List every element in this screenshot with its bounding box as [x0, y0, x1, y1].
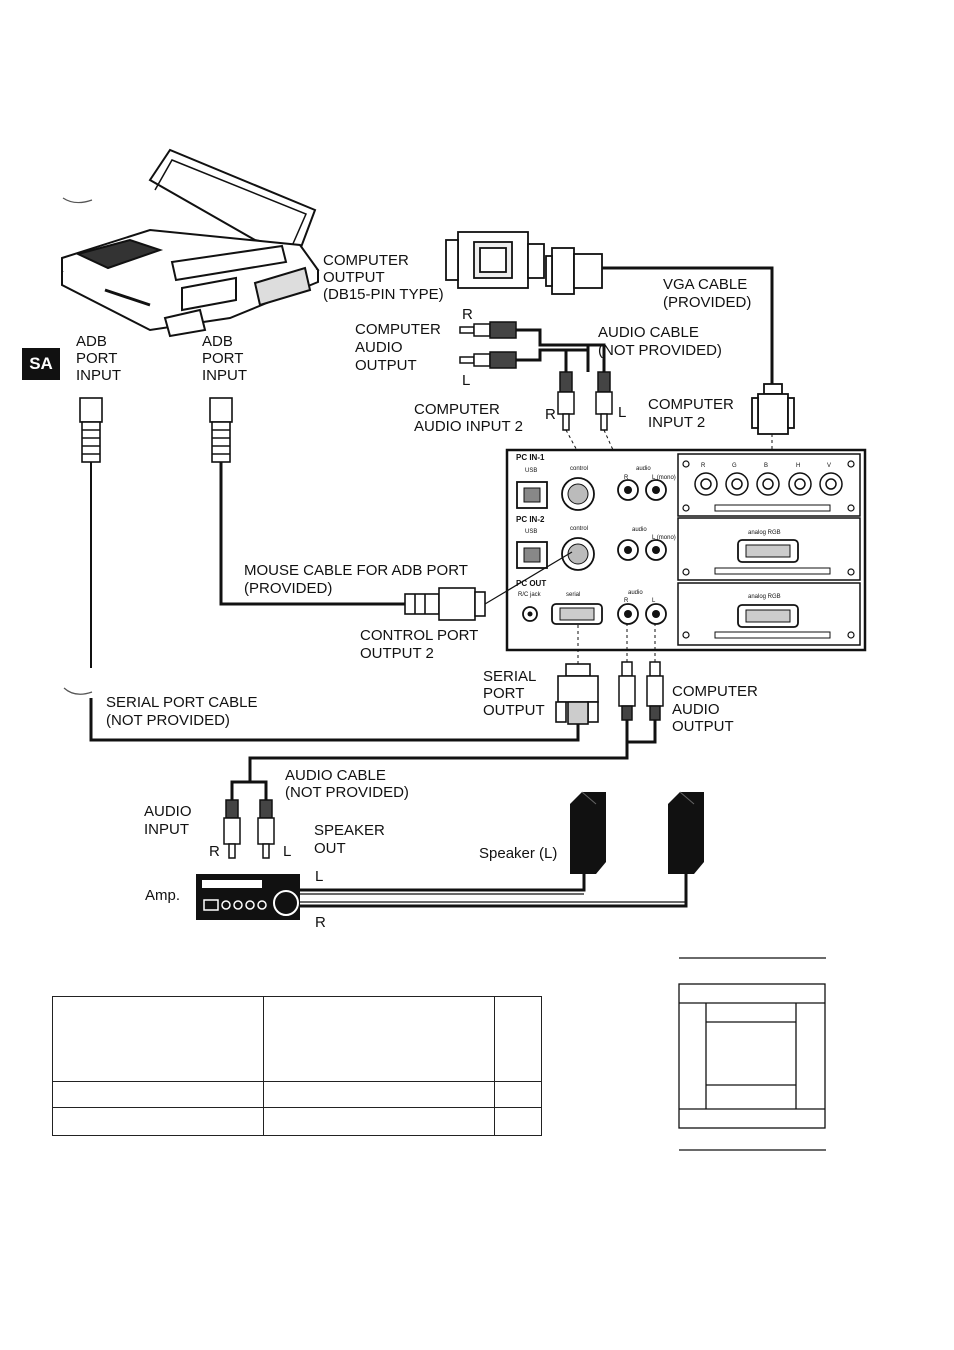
table-cell — [263, 1106, 495, 1137]
rca-plug-l-top — [459, 351, 517, 369]
audio-cable-bottom — [230, 720, 657, 800]
table-row — [52, 1080, 542, 1108]
serial-port-cable — [89, 698, 580, 742]
label-serial-port-output: SERIAL PORT OUTPUT — [483, 668, 545, 719]
label-speaker-l: Speaker (L) — [479, 845, 557, 862]
db15-adapter-illustration — [445, 231, 545, 289]
panel-label-analog-rgb-2: analog RGB — [748, 594, 781, 600]
audio-out-connect-guide — [626, 624, 656, 662]
panel-label-usb-1: USB — [525, 468, 537, 474]
panel-label-mono-1: L (mono) — [652, 475, 676, 481]
panel-label-audio-2: audio — [632, 527, 647, 533]
amplifier-illustration — [196, 874, 300, 920]
projector-terminal-panel: PC IN-1 USB control audio R L (mono) PC … — [505, 448, 867, 652]
table-cell — [52, 1080, 264, 1108]
serial-plug-illustration — [555, 663, 599, 725]
speaker-wires — [300, 872, 688, 908]
label-vga-cable: VGA CABLE (PROVIDED) — [663, 276, 751, 311]
label-adb-port-input-2: ADB PORT INPUT — [202, 333, 247, 384]
table-cell — [494, 1106, 542, 1137]
panel-label-control-2: control — [570, 526, 588, 532]
panel-label-analog-rgb-1: analog RGB — [748, 530, 781, 536]
panel-label-pc-out: PC OUT — [516, 579, 546, 588]
rca-plug-amp-l — [257, 799, 275, 859]
table-cell — [52, 1106, 264, 1137]
vga-plug-illustration — [545, 247, 603, 295]
label-mouse-cable: MOUSE CABLE FOR ADB PORT (PROVIDED) — [244, 562, 472, 597]
panel-label-pc-in-1: PC IN-1 — [516, 453, 545, 462]
label-computer-input-2: COMPUTER INPUT 2 — [648, 396, 738, 431]
rca-plug-r-top — [459, 321, 517, 339]
panel-label-r-1: R — [624, 475, 629, 481]
speaker-left-illustration — [570, 791, 606, 874]
panel-label-audio-3: audio — [628, 590, 643, 596]
rca-plug-l-mid — [595, 371, 613, 431]
panel-label-audio-1: audio — [636, 466, 651, 472]
label-computer-audio-input-2: COMPUTER AUDIO INPUT 2 — [414, 401, 523, 435]
panel-bnc-g: G — [732, 463, 737, 469]
panel-label-control-1: control — [570, 466, 588, 472]
panel-label-serial: serial — [566, 592, 580, 598]
table-row — [52, 1106, 542, 1137]
label-r-top: R — [462, 306, 473, 323]
table-row — [52, 996, 542, 1082]
panel-bnc-r: R — [701, 463, 706, 469]
label-adb-port-input-1: ADB PORT INPUT — [76, 333, 121, 384]
rca-plug-r-mid — [557, 371, 575, 431]
mouse-cable — [219, 462, 405, 606]
label-audio-cable-top: AUDIO CABLE (NOT PROVIDED) — [598, 324, 722, 359]
label-computer-audio-output-top: COMPUTER AUDIO OUTPUT — [355, 321, 445, 374]
label-l-top: L — [462, 372, 470, 389]
empty-frame-box — [678, 957, 826, 1151]
laptop-illustration — [61, 148, 320, 338]
vga-connector-panel-end — [751, 383, 795, 435]
vga-cable — [602, 266, 774, 388]
panel-bnc-h: H — [796, 463, 800, 469]
label-l-amp: L — [283, 843, 291, 860]
label-amp: Amp. — [145, 887, 180, 904]
label-speaker-out: SPEAKER OUT — [314, 822, 389, 857]
table-cell — [52, 996, 264, 1082]
label-line-r: R — [315, 914, 326, 931]
audio-cable-top — [516, 328, 606, 372]
table-cell — [494, 1080, 542, 1108]
label-computer-audio-output-bottom: COMPUTER AUDIO OUTPUT — [672, 683, 762, 735]
page-mark — [63, 687, 93, 695]
panel-label-mono-2: L (mono) — [652, 535, 676, 541]
adb-plug-2 — [209, 397, 233, 463]
empty-table — [52, 996, 542, 1137]
label-r-mid: R — [545, 406, 556, 423]
label-l-mid: L — [618, 404, 626, 421]
table-cell — [494, 996, 542, 1082]
panel-bnc-v: V — [827, 463, 831, 469]
page-mark — [62, 197, 93, 204]
panel-label-rc-jack: R/C jack — [518, 592, 542, 598]
panel-label-l-3: L — [652, 598, 656, 604]
rca-plug-l-bottom — [646, 661, 664, 721]
table-cell — [263, 996, 495, 1082]
section-badge: SA — [22, 348, 60, 380]
rca-plug-amp-r — [223, 799, 241, 859]
label-audio-cable-bottom: AUDIO CABLE (NOT PROVIDED) — [285, 767, 409, 801]
label-r-amp: R — [209, 843, 220, 860]
speaker-wires-inner — [300, 893, 686, 903]
control-connect-guide — [484, 551, 573, 605]
mouse-cable-plug — [404, 587, 486, 621]
panel-label-r-3: R — [624, 598, 629, 604]
label-audio-input: AUDIO INPUT — [144, 803, 196, 838]
panel-label-usb-2: USB — [525, 529, 537, 535]
rca-plug-r-bottom — [618, 661, 636, 721]
label-serial-port-cable: SERIAL PORT CABLE (NOT PROVIDED) — [106, 694, 262, 729]
table-cell — [263, 1080, 495, 1108]
panel-label-pc-in-2: PC IN-2 — [516, 515, 545, 524]
label-line-l: L — [315, 868, 323, 885]
speaker-right-illustration — [668, 791, 704, 874]
adb-plug-1 — [79, 397, 103, 463]
label-control-port-output-2: CONTROL PORT OUTPUT 2 — [360, 627, 482, 662]
panel-bnc-b: B — [764, 463, 768, 469]
label-computer-output: COMPUTER OUTPUT (DB15-PIN TYPE) — [323, 252, 444, 303]
